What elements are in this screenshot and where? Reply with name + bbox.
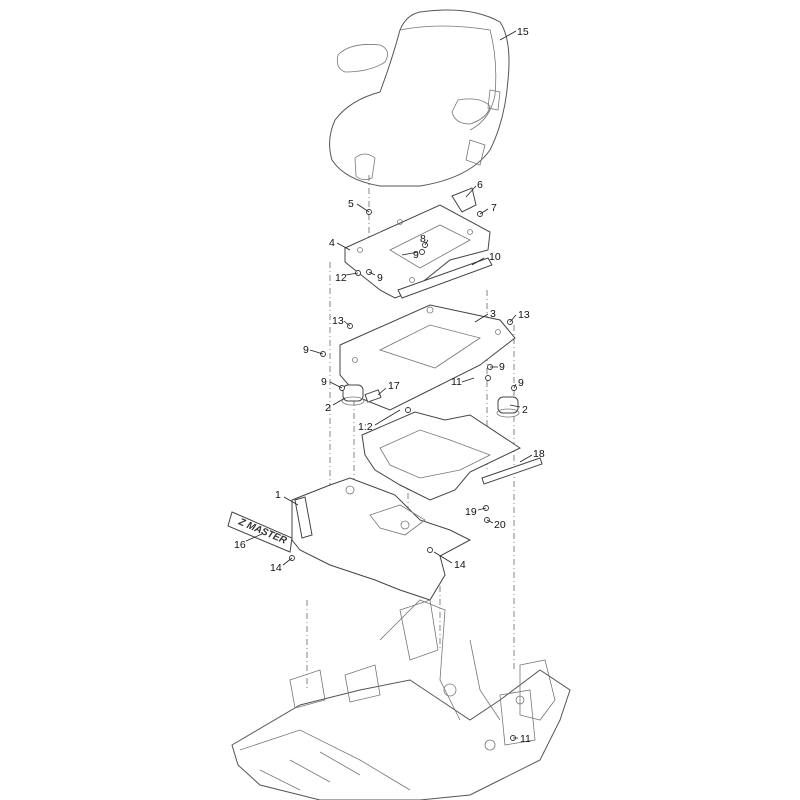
- callout-6: 6: [477, 179, 483, 191]
- callout-16: 16: [234, 539, 246, 551]
- callout-8: 8: [420, 233, 426, 245]
- callout-9-b: 9: [377, 272, 383, 284]
- callout-labels: 15 6 7 5 8 9 4 10 12 9 3 13 13 9 9 17 11…: [234, 26, 545, 745]
- callout-9-c: 9: [303, 344, 309, 356]
- callout-13-right: 13: [518, 309, 530, 321]
- floor-pan: [291, 477, 472, 601]
- callout-14-right: 14: [454, 559, 466, 571]
- callout-9-d: 9: [321, 376, 327, 388]
- callout-19: 19: [465, 506, 477, 518]
- callout-13-left: 13: [332, 315, 344, 327]
- callout-1: 1: [275, 489, 281, 501]
- callout-9-f: 9: [518, 377, 524, 389]
- suspension-frame: [339, 304, 516, 411]
- callout-12: 12: [335, 272, 347, 284]
- callout-5: 5: [348, 198, 354, 210]
- callout-1-2: 1:2: [358, 421, 373, 433]
- latch-bracket: [451, 187, 477, 213]
- seat-rail: [397, 257, 493, 299]
- callout-11-upper: 11: [451, 376, 462, 388]
- callout-9-a: 9: [413, 249, 419, 261]
- callout-14-left: 14: [270, 562, 282, 574]
- callout-4: 4: [329, 237, 335, 249]
- callout-11-lower: 11: [520, 733, 531, 745]
- chassis-frame: [231, 599, 571, 800]
- callout-9-e: 9: [499, 361, 505, 373]
- callout-3: 3: [490, 308, 496, 320]
- seat: [329, 9, 510, 187]
- callout-7: 7: [491, 202, 497, 214]
- callout-18: 18: [533, 448, 545, 460]
- floor-gasket: [361, 411, 522, 501]
- seat-mounting-plate: [344, 204, 491, 299]
- callout-2-left: 2: [325, 402, 331, 414]
- leader-lines: [245, 30, 533, 739]
- side-strip: [481, 457, 543, 485]
- callout-10: 10: [489, 251, 501, 263]
- isolator-mount-right: [496, 396, 520, 418]
- callout-2-right: 2: [522, 404, 528, 416]
- callout-20: 20: [494, 519, 506, 531]
- callout-17: 17: [388, 380, 400, 392]
- callout-15: 15: [517, 26, 529, 38]
- isolator-mount-left: [341, 384, 365, 406]
